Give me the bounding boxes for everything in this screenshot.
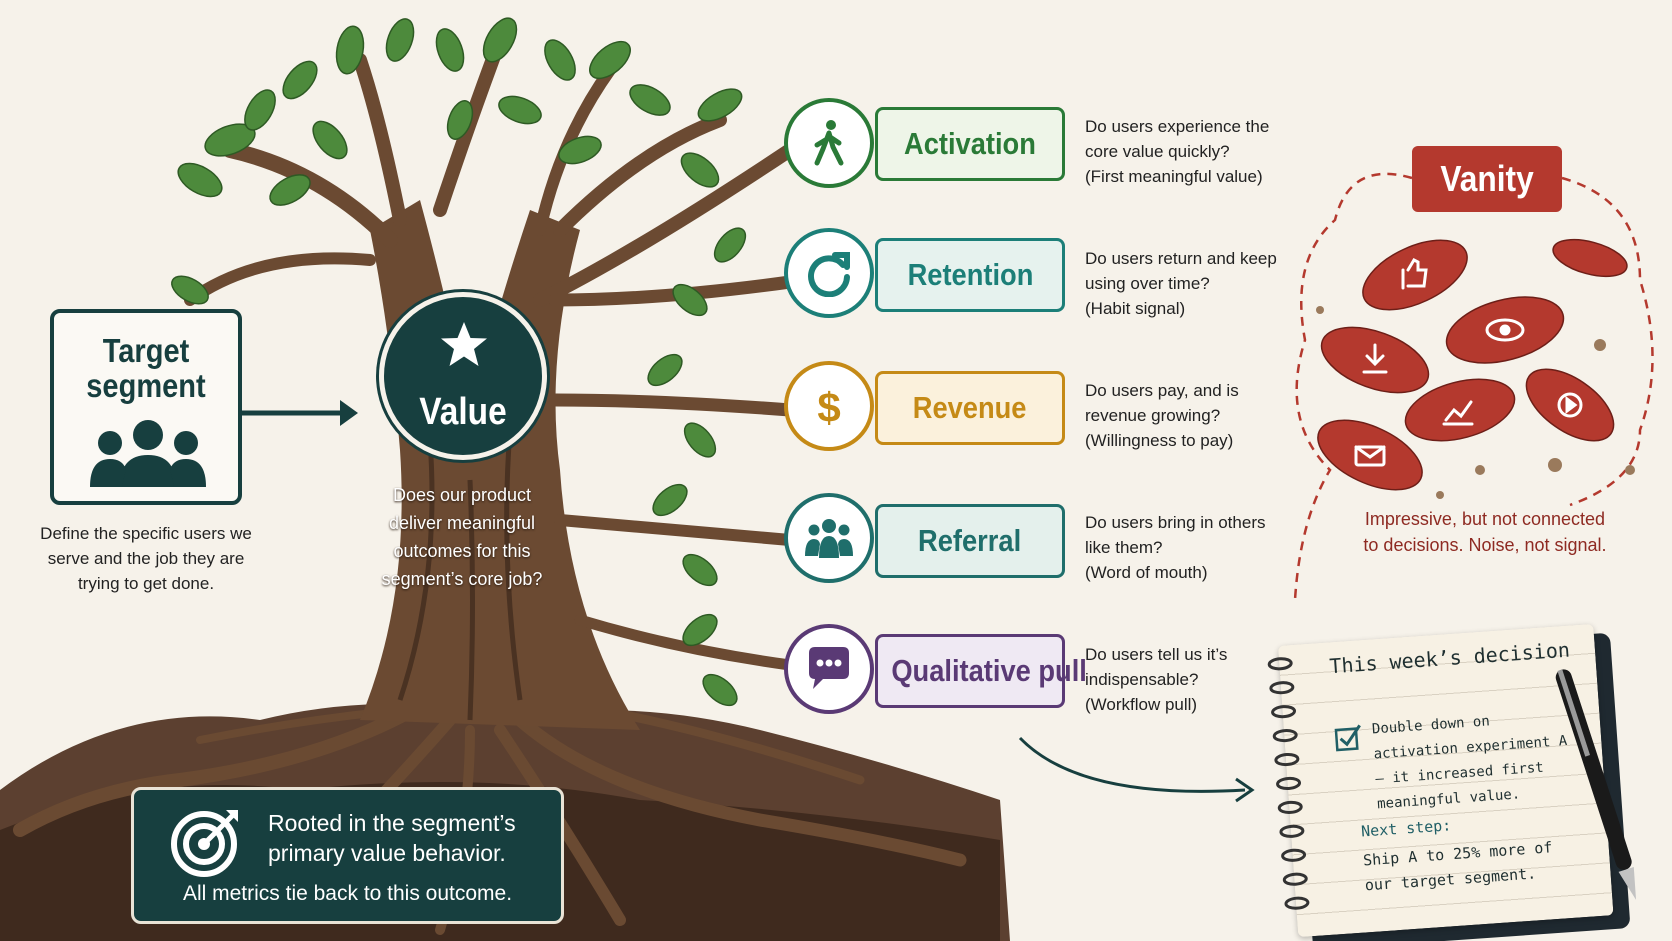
refresh-icon: [808, 252, 850, 297]
value-description: Does our product deliver meaningful outc…: [381, 485, 543, 589]
revenue-question-text: Do users pay, and is revenue growing?: [1085, 381, 1239, 425]
retention-question-text: Do users return and keep using over time…: [1085, 249, 1277, 293]
revenue-label: Revenue: [875, 371, 1065, 445]
root-callout: Rooted in the segment’s primary value be…: [131, 787, 564, 924]
root-line-2: primary value behavior.: [268, 840, 506, 866]
referral-question: Do users bring in others like them? (Wor…: [1085, 510, 1295, 585]
root-footer: All metrics tie back to this outcome.: [182, 882, 513, 905]
vanity-label: Vanity: [1412, 146, 1562, 212]
vanity-note: Impressive, but not connected to decisio…: [1363, 509, 1607, 555]
notebook-next-step: Ship A to 25% more of our target segment…: [1362, 838, 1553, 895]
qualitative-pull-icon-circle: [784, 624, 874, 714]
target-icon: [171, 810, 238, 877]
value-node: Value: [379, 292, 547, 460]
target-segment-title: Target segment: [86, 332, 206, 404]
pen-icon: [1555, 669, 1637, 900]
group-icon: [805, 519, 853, 558]
activation-icon-circle: [784, 98, 874, 188]
activation-question-text: Do users experience the core value quick…: [1085, 117, 1270, 161]
value-title: Value: [419, 391, 507, 433]
chat-icon: [809, 647, 849, 689]
referral-signal: (Word of mouth): [1085, 563, 1208, 582]
star-icon: [441, 322, 487, 366]
revenue-icon-circle: $: [784, 361, 874, 451]
referral-label: Referral: [875, 504, 1065, 578]
target-segment-description: Define the specific users we serve and t…: [40, 524, 252, 593]
root-line-1: Rooted in the segment’s: [268, 810, 516, 836]
svg-text:$: $: [817, 384, 840, 430]
retention-label: Retention: [875, 238, 1065, 312]
notebook-next-label: Next step:: [1360, 816, 1452, 841]
target-segment-card: Target segment: [50, 309, 242, 505]
revenue-question: Do users pay, and is revenue growing? (W…: [1085, 378, 1295, 453]
retention-signal: (Habit signal): [1085, 299, 1186, 318]
spiral-binding: [1267, 657, 1310, 910]
referral-question-text: Do users bring in others like them?: [1085, 513, 1266, 557]
walking-person-icon: [814, 120, 844, 166]
qualitative-pull-signal: (Workflow pull): [1085, 695, 1198, 714]
notebook-decision: Double down on activation experiment A —…: [1371, 713, 1568, 813]
dollar-icon: $: [817, 384, 840, 430]
referral-icon-circle: [784, 493, 874, 583]
activation-signal: (First meaningful value): [1085, 167, 1263, 186]
qualitative-pull-question: Do users tell us it’s indispensable? (Wo…: [1085, 642, 1295, 717]
decision-notebook: This week’s decision Double down on acti…: [1267, 623, 1637, 941]
notebook-title: This week’s decision: [1328, 637, 1571, 679]
activation-label: Activation: [875, 107, 1065, 181]
qualitative-pull-question-text: Do users tell us it’s indispensable?: [1085, 645, 1228, 689]
revenue-signal: (Willingness to pay): [1085, 431, 1234, 450]
thumbs-up-icon: [1401, 258, 1428, 290]
activation-question: Do users experience the core value quick…: [1085, 114, 1295, 189]
retention-icon-circle: [784, 228, 874, 318]
users-icon: [90, 420, 206, 487]
retention-question: Do users return and keep using over time…: [1085, 246, 1295, 321]
checkbox-checked-icon: [1334, 724, 1361, 752]
qualitative-pull-label: Qualitative pull: [875, 634, 1087, 708]
notebook-page: This week’s decision Double down on acti…: [1267, 623, 1614, 938]
